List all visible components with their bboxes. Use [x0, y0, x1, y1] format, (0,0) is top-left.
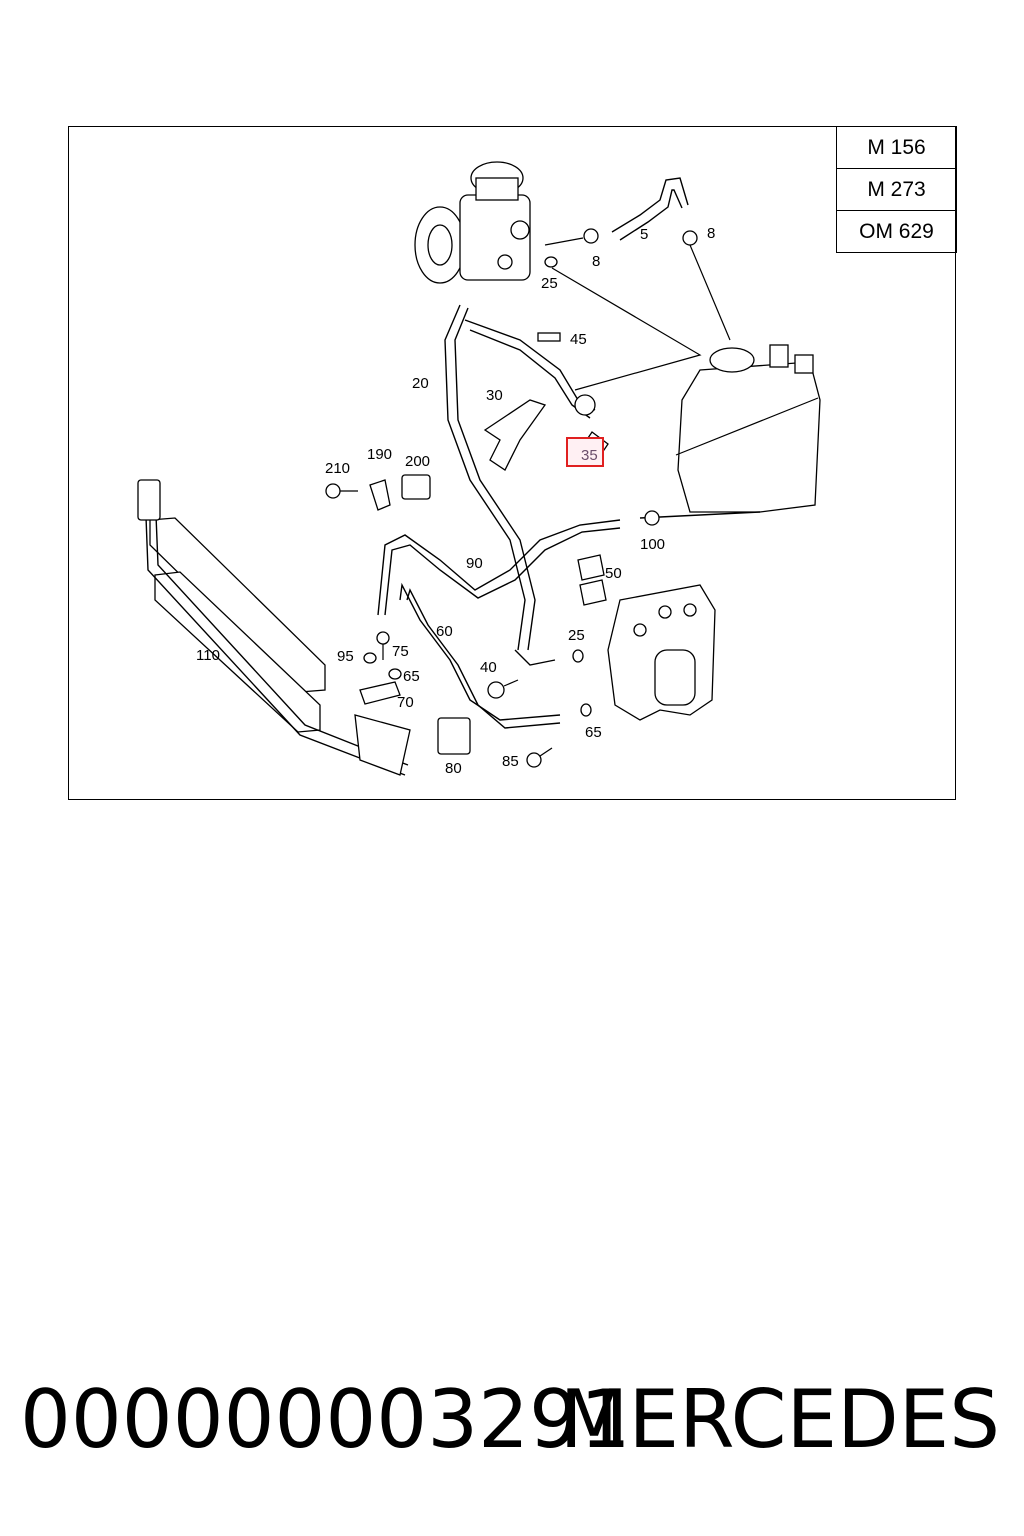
- label-60: 60: [436, 623, 453, 640]
- label-25b: 25: [568, 627, 585, 644]
- hose-20: [444, 304, 526, 651]
- label-100: 100: [640, 536, 665, 553]
- connector-200: [401, 474, 431, 500]
- bolt-40: [487, 681, 505, 699]
- holder-80: [437, 717, 471, 755]
- label-45: 45: [570, 331, 587, 348]
- part-number: 000000003291: [20, 1373, 631, 1466]
- bolt-85: [526, 752, 542, 768]
- steering-gear: [607, 584, 716, 721]
- label-30: 30: [486, 387, 503, 404]
- label-210: 210: [325, 460, 350, 477]
- label-8b: 8: [707, 225, 715, 242]
- engine-variant-m156: M 156: [836, 126, 957, 169]
- label-190: 190: [367, 446, 392, 463]
- label-40: 40: [480, 659, 497, 676]
- bracket-30: [483, 399, 547, 471]
- line-90: [377, 519, 621, 616]
- label-25a: 25: [541, 275, 558, 292]
- seal-ring-25b: [572, 649, 584, 663]
- screw-210: [325, 483, 341, 499]
- label-80: 80: [445, 760, 462, 777]
- label-70: 70: [397, 694, 414, 711]
- label-20: 20: [412, 375, 429, 392]
- brand-name: MERCEDES: [559, 1373, 1000, 1466]
- leader-8a: [544, 237, 584, 246]
- fluid-reservoir: [675, 344, 821, 513]
- leader-25a: [551, 267, 702, 391]
- clip-50: [577, 554, 605, 581]
- oil-cooler-110: [137, 479, 411, 776]
- diagram-frame: [68, 126, 956, 800]
- label-75: 75: [392, 643, 409, 660]
- bolt-45: [537, 332, 561, 342]
- engine-variant-m273: M 273: [836, 168, 957, 211]
- hose-5: [611, 177, 689, 241]
- label-5: 5: [640, 226, 648, 243]
- label-110: 110: [196, 647, 220, 664]
- bracket-190: [369, 479, 391, 511]
- bolt-75: [376, 631, 390, 645]
- highlight-box-35: [566, 437, 604, 467]
- label-95: 95: [337, 648, 354, 665]
- footer: 000000003291 MERCEDES: [0, 1370, 1024, 1470]
- washer-65a: [388, 668, 402, 680]
- engine-variant-om629: OM 629: [836, 210, 957, 253]
- leader-8b: [689, 244, 731, 341]
- plate-70: [359, 681, 401, 705]
- clamp-8a: [583, 228, 599, 244]
- label-65a: 65: [403, 668, 420, 685]
- clamp-8b: [682, 230, 698, 246]
- engine-variant-table: M 156 M 273 OM 629: [836, 126, 957, 253]
- seal-ring-65b: [580, 703, 592, 717]
- washer-95: [363, 652, 377, 664]
- steering-pump: [414, 161, 531, 284]
- label-65b: 65: [585, 724, 602, 741]
- line-60: [399, 582, 561, 721]
- label-8a: 8: [592, 253, 600, 270]
- banjo-fitting: [574, 394, 596, 416]
- label-85: 85: [502, 753, 519, 770]
- label-35: 35: [581, 447, 598, 464]
- label-90: 90: [466, 555, 483, 572]
- seal-ring-25a: [544, 256, 558, 268]
- label-200: 200: [405, 453, 430, 470]
- line-100: [639, 511, 761, 519]
- label-50: 50: [605, 565, 622, 582]
